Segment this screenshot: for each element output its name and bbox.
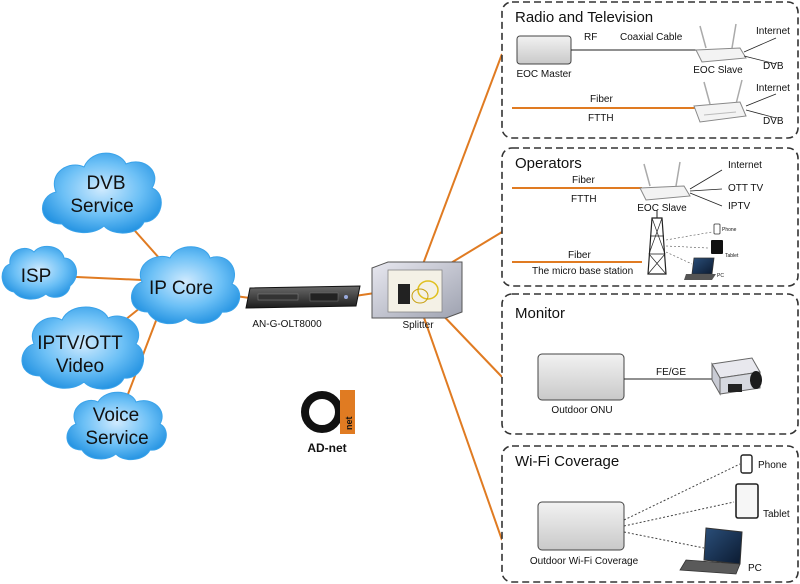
tablet-label: Tablet <box>763 509 790 520</box>
router-icon <box>693 79 747 123</box>
iptv-ott-label: IPTV/OTT <box>37 333 123 354</box>
fiber-label: Fiber <box>590 94 613 105</box>
monitor-panel: Monitor Outdoor ONU FE/GE <box>501 293 799 435</box>
fiber-label-1: Fiber <box>572 175 595 186</box>
phone-icon <box>740 454 753 474</box>
splitter-label: Splitter <box>402 320 434 331</box>
voice-service-cloud: Voice Service <box>66 391 167 460</box>
panel-title: Monitor <box>515 305 565 322</box>
camera-icon <box>711 357 762 396</box>
dvb-label-2: DVB <box>763 116 784 127</box>
ftth-label: FTTH <box>588 113 614 124</box>
internet-label-1: Internet <box>756 26 790 37</box>
service-label: Service <box>70 196 133 217</box>
outdoor-wifi-box <box>537 501 625 551</box>
eoc-master-label: EOC Master <box>516 69 572 80</box>
pc-label: PC <box>717 273 724 279</box>
ftth-label: FTTH <box>571 194 597 205</box>
internet-label: Internet <box>728 160 762 171</box>
ip-core-label: IP Core <box>149 278 213 299</box>
phone-icon <box>713 223 721 235</box>
radio-tv-panel: Radio and Television EOC Master RF Coaxi… <box>501 1 799 139</box>
laptop-icon <box>679 527 743 575</box>
outdoor-onu-label: Outdoor ONU <box>551 405 612 416</box>
operators-panel: Operators Fiber FTTH EOC Slave Internet … <box>501 147 799 287</box>
tablet-label: Tablet <box>725 253 739 259</box>
fiber-label-2: Fiber <box>568 250 591 261</box>
panel-title: Operators <box>515 155 582 172</box>
dvb-label: DVB <box>86 173 125 194</box>
ip-core-cloud: IP Core <box>131 246 241 325</box>
iptv-label: IPTV <box>728 201 751 212</box>
service-label: Service <box>85 428 148 449</box>
outdoor-onu-box <box>537 353 625 401</box>
phone-label: Phone <box>758 460 787 471</box>
splitter-links <box>419 53 503 541</box>
fe-ge-label: FE/GE <box>656 367 686 378</box>
laptop-icon <box>684 257 716 280</box>
dvb-service-cloud: DVB Service <box>42 152 162 234</box>
tablet-icon <box>735 483 759 519</box>
logo-text: AD-net <box>307 441 346 455</box>
olt-device: AN-G-OLT8000 <box>245 285 361 330</box>
tower-icon <box>647 210 667 275</box>
outdoor-wifi-label: Outdoor Wi-Fi Coverage <box>530 556 639 567</box>
pc-label: PC <box>748 563 762 574</box>
panel-title: Radio and Television <box>515 9 653 26</box>
phone-label: Phone <box>722 227 737 233</box>
iptv-ott-cloud: IPTV/OTT Video <box>21 306 145 390</box>
wifi-panel: Wi-Fi Coverage Outdoor Wi-Fi Coverage Ph… <box>501 445 799 583</box>
eoc-slave-label: EOC Slave <box>693 65 743 76</box>
internet-label-2: Internet <box>756 83 790 94</box>
splitter-device: Splitter <box>371 261 463 331</box>
micro-base-station-label: The micro base station <box>532 266 633 277</box>
isp-label: ISP <box>21 266 52 287</box>
video-label: Video <box>56 356 104 377</box>
router-icon <box>639 161 691 201</box>
ott-tv-label: OTT TV <box>728 183 764 194</box>
router-icon <box>695 23 747 63</box>
voice-label: Voice <box>93 405 139 426</box>
logo-mark-text: net <box>344 416 354 430</box>
dvb-label-1: DVB <box>763 61 784 72</box>
coaxial-cable-label: Coaxial Cable <box>620 32 683 43</box>
eoc-master-box <box>516 35 572 65</box>
eoc-slave-label: EOC Slave <box>637 203 687 214</box>
isp-cloud: ISP <box>1 245 78 300</box>
rf-label: RF <box>584 32 597 43</box>
panel-title: Wi-Fi Coverage <box>515 453 619 470</box>
olt-label: AN-G-OLT8000 <box>252 319 322 330</box>
tablet-icon <box>711 240 723 254</box>
ad-net-logo: net AD-net <box>301 390 355 455</box>
